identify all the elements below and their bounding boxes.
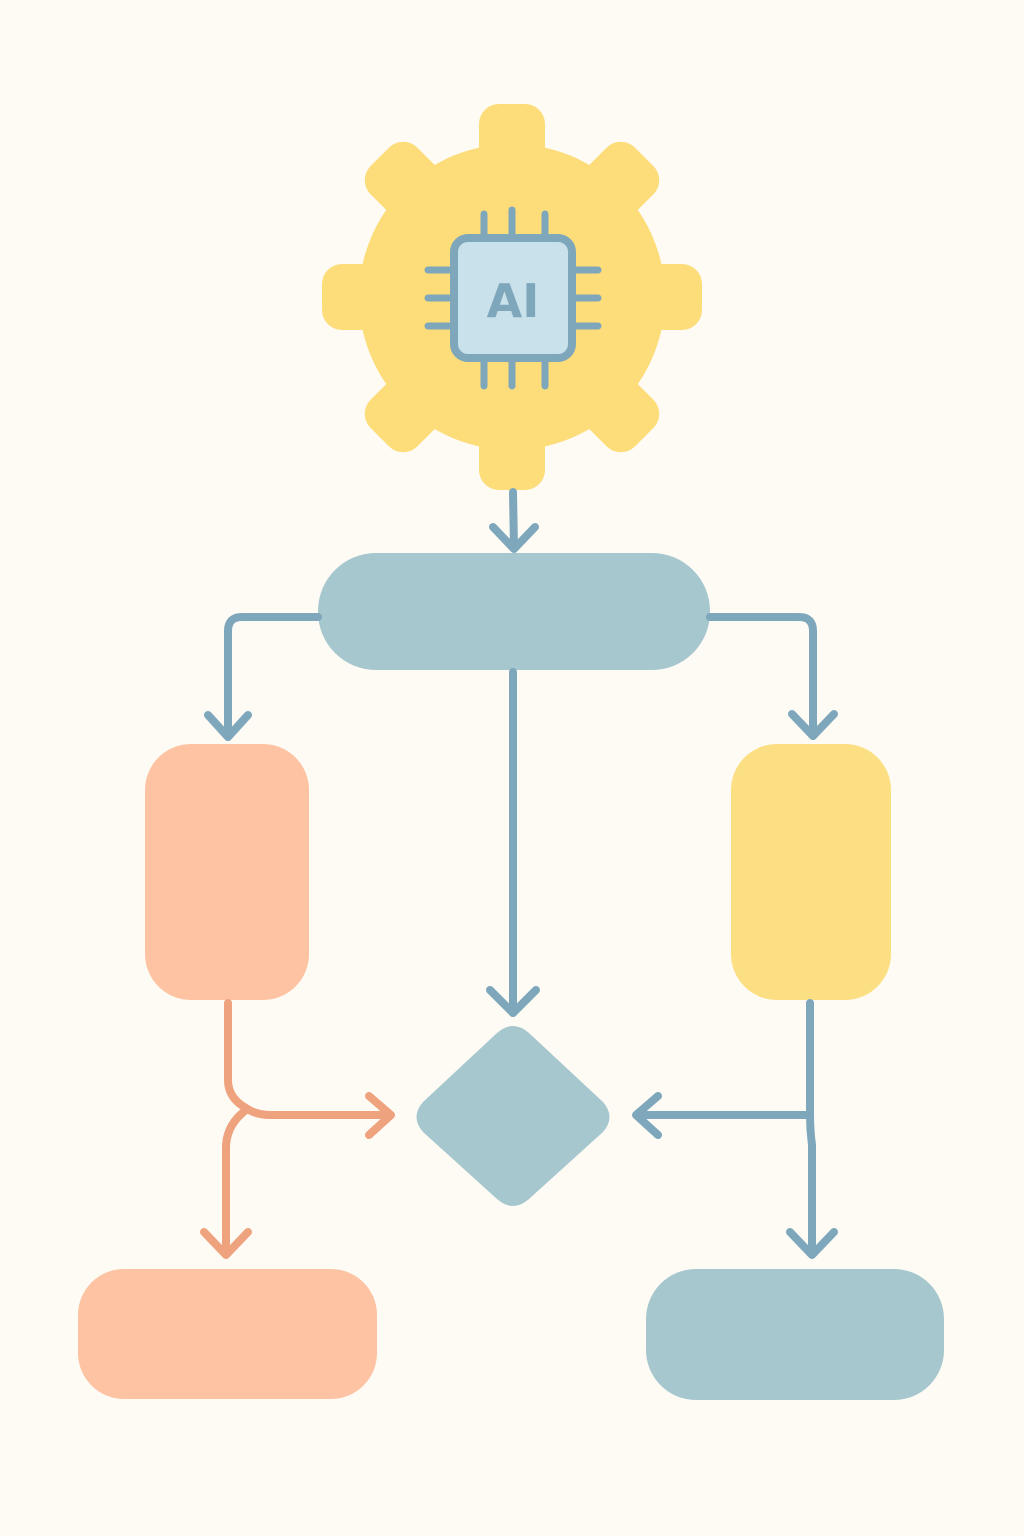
arrow-left-node-to-decision <box>224 999 395 1139</box>
arrow-left-node-to-bottom-left <box>200 1106 252 1259</box>
arrow-process-to-right-node <box>706 613 838 740</box>
arrow-process-to-decision <box>486 668 540 1017</box>
bottom-left-node <box>78 1269 377 1399</box>
right-node <box>731 744 891 1000</box>
bottom-right-node <box>646 1269 944 1400</box>
arrow-right-node-to-bottom-right <box>786 1111 838 1259</box>
gear-icon <box>322 104 702 490</box>
left-node <box>145 744 309 1000</box>
arrow-process-to-left-node <box>204 613 322 741</box>
process-node-top <box>318 553 710 670</box>
arrow-gear-to-process <box>489 488 539 553</box>
arrow-right-node-to-decision <box>632 999 814 1139</box>
ai-chip-icon: AI <box>424 206 602 390</box>
chip-label: AI <box>487 274 540 328</box>
decision-diamond <box>416 1026 610 1206</box>
